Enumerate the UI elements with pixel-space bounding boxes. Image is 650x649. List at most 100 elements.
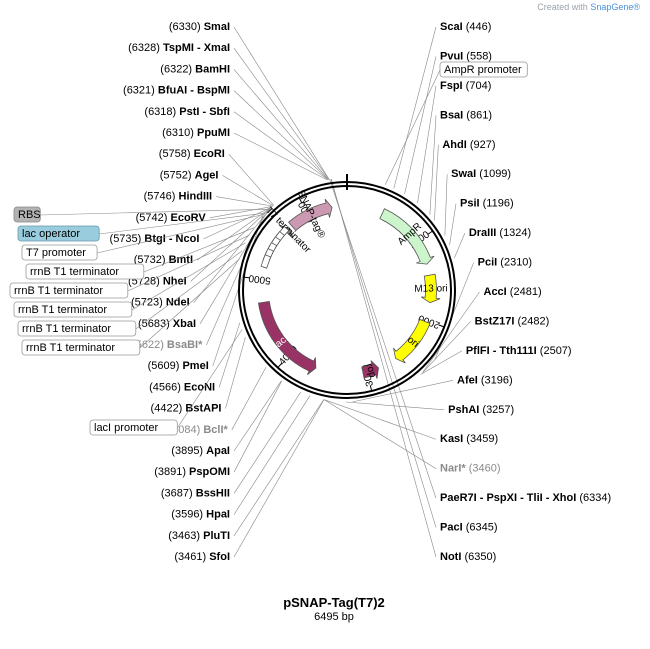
site-leader-line — [324, 399, 437, 440]
site-label: PaeR7I - PspXI - TliI - XhoI (6334) — [440, 492, 611, 504]
site-label: (5622) BsaBI* — [132, 339, 203, 351]
feature-box — [21, 244, 98, 261]
site-position: (6310) — [162, 127, 197, 139]
box-leader-line — [135, 250, 243, 330]
site-name: NotI — [440, 551, 461, 563]
site-position: (558) — [463, 50, 492, 62]
site-label: AccI (2481) — [484, 286, 542, 298]
tick-mark — [438, 324, 445, 328]
site-label: BsaI (861) — [440, 109, 492, 121]
feature-box-label: lacI promoter — [94, 422, 159, 434]
site-label: ScaI (446) — [440, 21, 491, 33]
site-name: PvuI — [440, 50, 463, 62]
site-label: (6322) BamHI — [160, 63, 230, 75]
site-position: (2482) — [514, 315, 549, 327]
site-leader-line — [417, 85, 437, 204]
site-name: BfuAI - BspMI — [158, 85, 230, 97]
site-name: NarI* — [440, 463, 466, 475]
site-leader-line — [233, 111, 329, 180]
site-position: (3463) — [168, 530, 203, 542]
site-label: PflFI - Tth111I (2507) — [466, 345, 572, 357]
site-leader-line — [233, 399, 325, 536]
site-position: (5735) — [110, 233, 145, 245]
site-leader-line — [422, 321, 471, 373]
site-position: (704) — [463, 80, 492, 92]
tick-mark — [277, 362, 283, 368]
site-leader-line — [231, 367, 267, 430]
site-leader-line — [330, 179, 437, 528]
site-leader-line — [449, 203, 457, 246]
site-leader-line — [228, 154, 274, 206]
site-position: (3596) — [171, 509, 206, 521]
site-leader-line — [233, 380, 282, 473]
site-position: (4422) — [151, 403, 186, 415]
site-position: (6345) — [463, 522, 498, 534]
site-name: KasI — [440, 433, 463, 445]
site-name: FspI — [440, 80, 463, 92]
site-name: BssHII — [196, 487, 230, 499]
site-name: EcoRV — [170, 212, 206, 224]
site-name: PflFI - Tth111I — [466, 345, 537, 357]
site-name: AgeI — [195, 169, 219, 181]
feature-arrow-4 — [258, 300, 317, 375]
site-name: PpuMI — [197, 127, 230, 139]
site-label: NotI (6350) — [440, 551, 496, 563]
site-name: PsiI — [460, 198, 480, 210]
site-label: (3461) SfoI — [174, 551, 230, 563]
site-label: PacI (6345) — [440, 522, 498, 534]
site-position: (1324) — [496, 227, 531, 239]
site-position: (5622) — [132, 339, 167, 351]
site-label: (4422) BstAPI — [151, 403, 222, 415]
site-name: EcoRI — [194, 148, 225, 160]
site-name: AccI — [484, 286, 507, 298]
site-position: (5746) — [144, 191, 179, 203]
feature-box — [17, 320, 137, 337]
site-leader-line — [212, 216, 263, 367]
site-leader-line — [429, 115, 437, 215]
site-leader-line — [196, 206, 272, 261]
feature-box-label: T7 promoter — [26, 247, 86, 259]
tick-mark — [298, 197, 303, 204]
site-label: FspI (704) — [440, 80, 491, 92]
site-name: PciI — [478, 257, 498, 269]
site-position: (6318) — [144, 106, 179, 118]
site-position: (3895) — [171, 445, 206, 457]
site-label: (6318) PstI - SbfI — [144, 106, 230, 118]
site-position: (2507) — [537, 345, 572, 357]
credit-text: Created with SnapGene® — [537, 2, 640, 12]
site-leader-line — [193, 207, 272, 303]
site-name: SwaI — [451, 168, 476, 180]
site-position: (861) — [463, 109, 492, 121]
box-leader-line — [131, 242, 246, 311]
site-leader-line — [222, 175, 274, 206]
site-leader-line — [233, 90, 329, 180]
site-position: (1196) — [480, 198, 514, 210]
site-label: (3891) PspOMI — [154, 466, 230, 478]
site-name: BmtI — [169, 254, 193, 266]
site-label: (5742) EcoRV — [136, 212, 207, 224]
site-leader-line — [434, 144, 439, 221]
feature-arrow-6 — [279, 224, 294, 239]
feature-box — [439, 61, 528, 78]
site-label: (5609) PmeI — [148, 360, 209, 372]
site-name: DraIII — [469, 227, 497, 239]
feature-label: rop — [363, 362, 378, 379]
feature-box — [17, 225, 100, 242]
feature-arrow-0 — [379, 208, 435, 265]
tick-mark — [427, 230, 433, 235]
site-leader-line — [331, 179, 437, 558]
site-position: (6330) — [169, 21, 204, 33]
feature-box-label: AmpR promoter — [444, 64, 522, 76]
site-name: PaeR7I - PspXI - TliI - XhoI — [440, 492, 576, 504]
site-label: (3463) PluTI — [168, 530, 230, 542]
box-leader-line — [384, 69, 441, 185]
site-label: (5746) HindIII — [144, 191, 212, 203]
site-name: BamHI — [195, 63, 230, 75]
site-leader-line — [393, 26, 437, 189]
site-leader-line — [323, 399, 437, 469]
site-name: BsaBI* — [167, 339, 203, 351]
site-position: (3459) — [463, 433, 498, 445]
feature-box-label: rrnB T1 terminator — [14, 285, 103, 297]
site-leader-line — [233, 399, 325, 558]
